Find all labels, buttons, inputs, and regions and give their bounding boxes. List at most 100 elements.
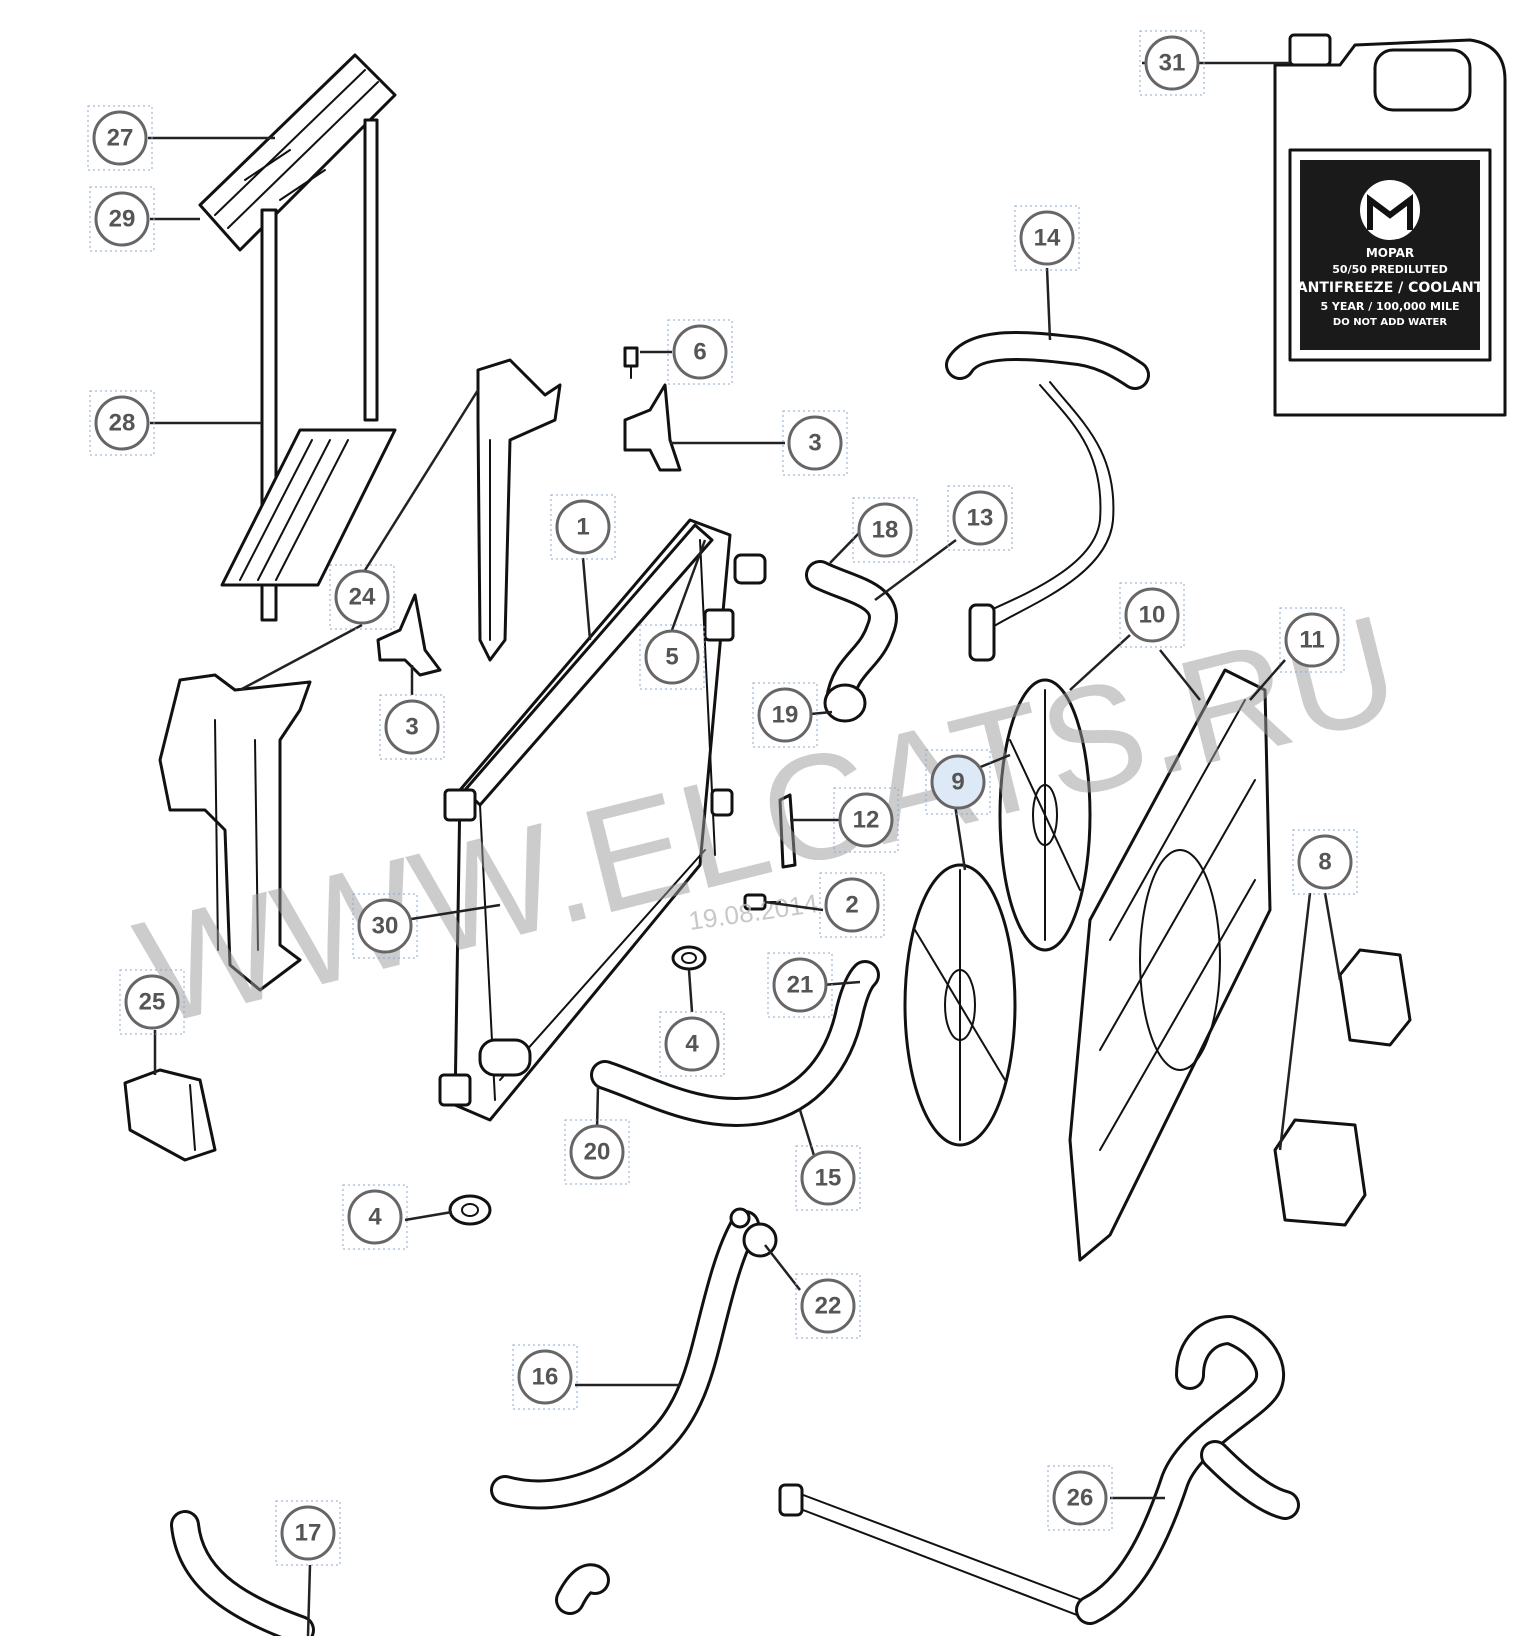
- callout-frame: [512, 1344, 578, 1410]
- callout-9[interactable]: 9: [925, 749, 991, 815]
- callout-30[interactable]: 30: [352, 893, 418, 959]
- part-bracket-upper: [623, 383, 682, 472]
- callout-26[interactable]: 26: [1047, 1465, 1113, 1531]
- callout-circle: [838, 792, 894, 848]
- callout-number: 9: [951, 769, 964, 796]
- callout-frame: [119, 969, 185, 1035]
- callout-number: 18: [872, 517, 899, 544]
- callout-circle: [644, 629, 700, 685]
- callout-31[interactable]: 31: [1139, 30, 1205, 96]
- callout-12[interactable]: 12: [833, 787, 899, 853]
- part-heater-hose: [490, 1207, 778, 1510]
- callout-frame: [925, 749, 991, 815]
- callout-22[interactable]: 22: [795, 1273, 861, 1339]
- callout-frame: [89, 390, 155, 456]
- callout-circle: [569, 1124, 625, 1180]
- callout-number: 2: [845, 892, 858, 919]
- callout-27[interactable]: 27: [87, 105, 153, 171]
- callout-14[interactable]: 14: [1014, 205, 1080, 271]
- callout-circle: [92, 110, 148, 166]
- callout-number: 15: [815, 1165, 842, 1192]
- callout-number: 21: [787, 972, 814, 999]
- callout-11[interactable]: 11: [1279, 607, 1345, 673]
- callout-10[interactable]: 10: [1119, 582, 1185, 648]
- jug-line3-text: 5 YEAR / 100,000 MILE: [1320, 300, 1459, 313]
- callout-number: 19: [772, 702, 799, 729]
- callout-number: 10: [1139, 602, 1166, 629]
- callout-circle: [357, 898, 413, 954]
- callout-29[interactable]: 29: [89, 186, 155, 252]
- callout-frame: [1139, 30, 1205, 96]
- callout-frame: [550, 494, 616, 560]
- callout-frame: [564, 1119, 630, 1185]
- callout-frame: [379, 694, 445, 760]
- callout-circle: [930, 754, 986, 810]
- part-small-bracket: [123, 1068, 217, 1162]
- callout-circle: [94, 191, 150, 247]
- callout-number: 27: [107, 125, 134, 152]
- callout-frame: [795, 1145, 861, 1211]
- callout-frame: [342, 1184, 408, 1250]
- callout-17[interactable]: 17: [275, 1500, 341, 1566]
- part-fan-module-lower: [1273, 1118, 1367, 1227]
- callout-28[interactable]: 28: [89, 390, 155, 456]
- callout-number: 30: [372, 913, 399, 940]
- callout-circle: [857, 502, 913, 558]
- callout-circle: [1052, 1470, 1108, 1526]
- callout-number: 11: [1299, 627, 1324, 654]
- callout-frame: [659, 1011, 725, 1077]
- part-bypass-hose: [778, 1315, 1300, 1625]
- callout-frame: [1292, 829, 1358, 895]
- callout-21[interactable]: 21: [767, 952, 833, 1018]
- callout-frame: [87, 105, 153, 171]
- callout-number: 24: [349, 584, 376, 611]
- callout-13[interactable]: 13: [947, 485, 1013, 551]
- callout-number: 8: [1318, 849, 1331, 876]
- part-fan-shroud: [1068, 668, 1272, 1262]
- callout-25[interactable]: 25: [119, 969, 185, 1035]
- callout-1[interactable]: 1: [550, 494, 616, 560]
- callout-number: 14: [1034, 225, 1061, 252]
- callout-circle: [555, 499, 611, 555]
- callout-frame: [852, 497, 918, 563]
- callout-18[interactable]: 18: [852, 497, 918, 563]
- callout-number: 1: [576, 514, 589, 541]
- callout-number: 16: [532, 1364, 559, 1391]
- part-bolt: [623, 346, 639, 379]
- callout-number: 17: [295, 1520, 322, 1547]
- part-upper-deflector: [476, 358, 562, 662]
- callout-circle: [1284, 612, 1340, 668]
- callout-16[interactable]: 16: [512, 1344, 578, 1410]
- callout-circle: [757, 687, 813, 743]
- callout-2[interactable]: 2: [819, 872, 885, 938]
- part-fan-blade-front: [903, 863, 1017, 1147]
- callout-number: 26: [1067, 1485, 1094, 1512]
- callout-frame: [639, 624, 705, 690]
- callout-circle: [124, 974, 180, 1030]
- callout-number: 4: [368, 1204, 382, 1231]
- callout-4a[interactable]: 4: [659, 1011, 725, 1077]
- jug-line2-text: ANTIFREEZE / COOLANT: [1297, 280, 1484, 296]
- part-lower-deflector: [158, 673, 312, 992]
- callout-3b[interactable]: 3: [379, 694, 445, 760]
- callout-19[interactable]: 19: [752, 682, 818, 748]
- callout-frame: [833, 787, 899, 853]
- callout-6[interactable]: 6: [667, 319, 733, 385]
- part-air-seal-frame: [198, 53, 397, 622]
- callout-20[interactable]: 20: [564, 1119, 630, 1185]
- callout-3a[interactable]: 3: [782, 410, 848, 476]
- callout-frame: [752, 682, 818, 748]
- callout-8[interactable]: 8: [1292, 829, 1358, 895]
- callout-4b[interactable]: 4: [342, 1184, 408, 1250]
- callout-frame: [819, 872, 885, 938]
- callout-24[interactable]: 24: [329, 564, 395, 630]
- part-grommet-lower: [448, 1194, 492, 1226]
- callout-number: 22: [815, 1293, 842, 1320]
- callout-circle: [824, 877, 880, 933]
- callout-circle: [952, 490, 1008, 546]
- callout-circle: [1019, 210, 1075, 266]
- callout-15[interactable]: 15: [795, 1145, 861, 1211]
- callout-5[interactable]: 5: [639, 624, 705, 690]
- callout-circle: [672, 324, 728, 380]
